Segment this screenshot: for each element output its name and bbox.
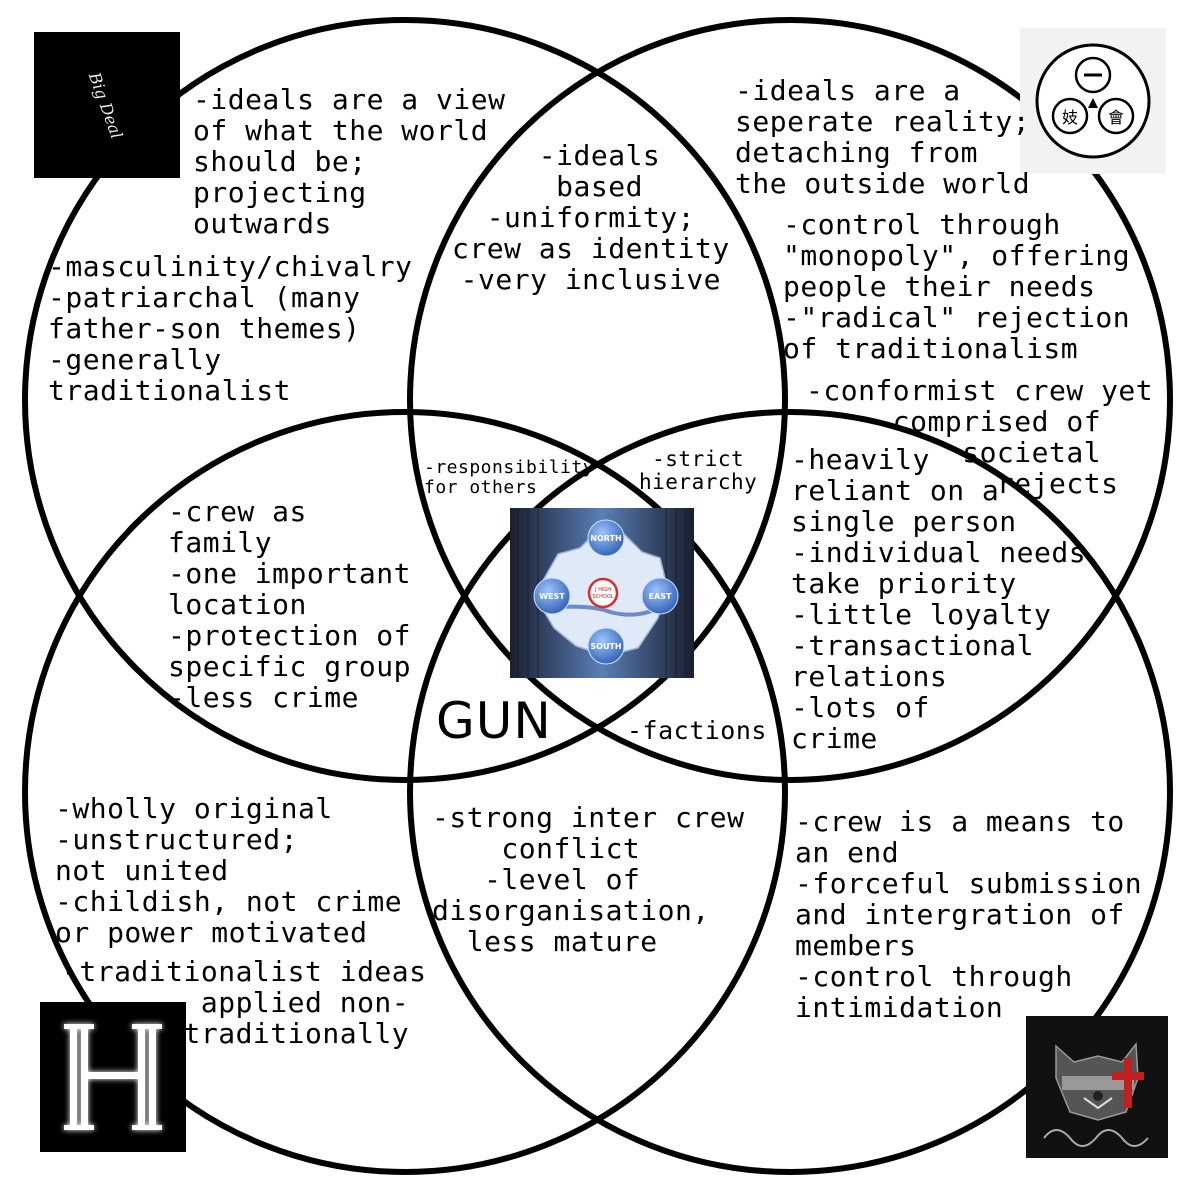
far-right-text: -conformist crew yet comprised of societ… (806, 374, 1154, 500)
factions-text: -factions (627, 716, 767, 745)
seal-logo: 妓 會 (1020, 28, 1166, 174)
right-upper-text: -control through "monopoly", offering pe… (783, 208, 1131, 365)
map-north-label: NORTH (590, 534, 621, 543)
hierarchy-text: -strict hierarchy (639, 447, 758, 494)
mid-right-text: -heavily reliant on a single person -ind… (791, 443, 1087, 755)
svg-text:妓: 妓 (1062, 108, 1078, 127)
svg-text:會: 會 (1108, 108, 1124, 127)
big-deal-logo-text: Big Deal (84, 69, 126, 141)
responsibility-text: -responsibility for others (424, 457, 595, 498)
circle-top-right (407, 17, 1173, 783)
map-image: J HIGH SCHOOL NORTH WEST EAST SOUTH (510, 508, 694, 678)
map-center-text-2: SCHOOL (592, 594, 613, 600)
circle-bottom-right (407, 409, 1173, 1175)
bottom-left-text-2: -traditionalist ideas applied non- tradi… (62, 955, 427, 1050)
dog-logo (1026, 1016, 1168, 1158)
h-logo (40, 1002, 186, 1152)
map-south-label: SOUTH (590, 642, 621, 651)
bottom-right-text: -crew is a means to an end -forceful sub… (795, 805, 1143, 1024)
top-left-text: -ideals are a view of what the world sho… (193, 83, 506, 240)
left-upper-text: -masculinity/chivalry -patriarchal (many… (48, 250, 413, 407)
map-center-text-1: J HIGH (594, 587, 611, 593)
map-east-label: EAST (649, 592, 672, 601)
top-right-text: -ideals are a seperate reality; detachin… (735, 74, 1031, 200)
bottom-left-text: -wholly original -unstructured; not unit… (55, 792, 403, 949)
top-center-text: -ideals based -uniformity; crew as ident… (452, 139, 730, 296)
circle-top-left (22, 17, 788, 783)
big-deal-logo: Big Deal (34, 32, 180, 178)
circle-bottom-left (22, 409, 788, 1175)
center-label: GUN (436, 692, 552, 750)
mid-left-text: -crew as family -one important location … (168, 495, 412, 714)
bottom-center-text: -strong inter crew conflict -level of di… (432, 801, 745, 958)
map-west-label: WEST (539, 592, 565, 601)
